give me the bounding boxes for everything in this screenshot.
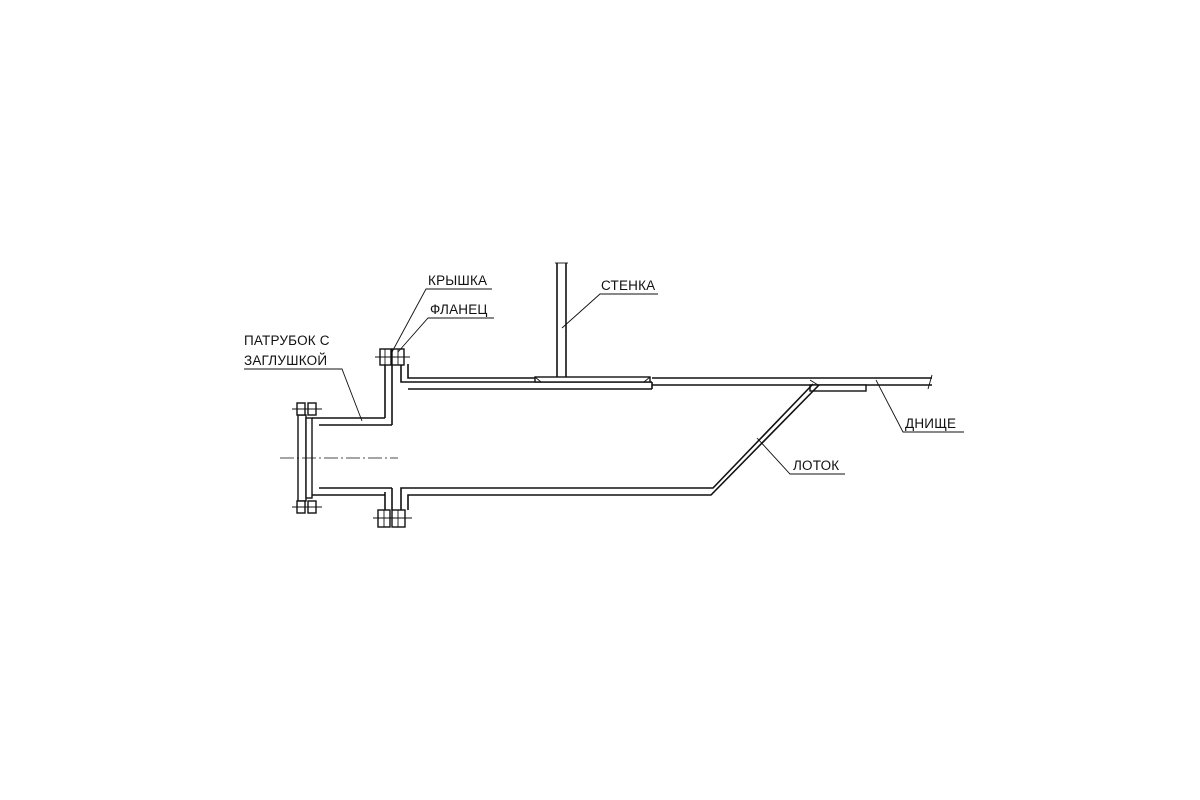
label-lotok: ЛОТОК <box>793 458 839 473</box>
label-patrubok-line2: ЗАГЛУШКОЙ <box>244 353 327 368</box>
bottom-plate <box>652 374 933 392</box>
wall-plate <box>555 262 568 379</box>
label-patrubok-line1: ПАТРУБОК С <box>244 333 330 348</box>
tray-upper-plate <box>400 364 653 390</box>
label-dnishche: ДНИЩЕ <box>905 416 956 431</box>
nozzle-with-plug <box>280 402 398 514</box>
label-kryshka: КРЫШКА <box>428 273 487 288</box>
label-flanets: ФЛАНЕЦ <box>430 302 488 317</box>
flange-top <box>375 348 410 425</box>
leader-lines <box>244 288 964 475</box>
flange-bottom <box>373 488 412 528</box>
label-stenka: СТЕНКА <box>601 278 655 293</box>
tray-lower-plate <box>400 383 820 510</box>
